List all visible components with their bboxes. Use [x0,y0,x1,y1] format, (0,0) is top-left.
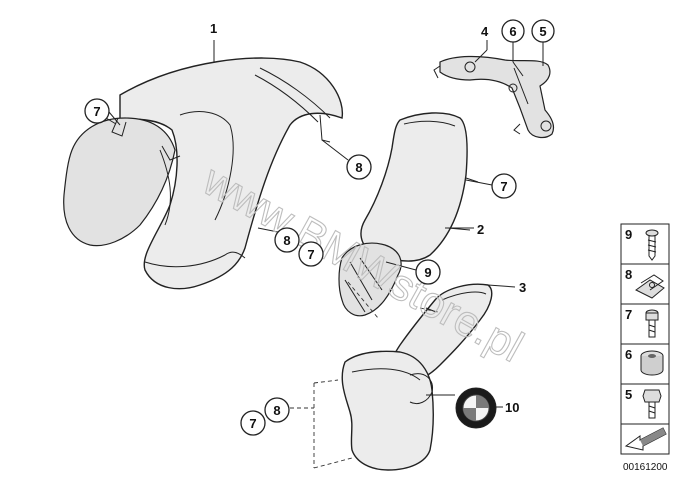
dashed-guides [290,281,439,469]
callout-8-fender-bottom-label: 8 [283,233,290,248]
legend-item-7: 7 [620,303,670,345]
callout-9-side-panel-label: 9 [424,265,431,280]
callout-8-fender-top: 8 [346,154,372,180]
callout-7-side-panel: 7 [491,173,517,199]
lower-cover [341,350,435,471]
label-part-1: 1 [210,21,217,36]
legend-item-6: 6 [620,343,670,385]
callout-8-cover: 8 [264,397,290,423]
callout-7-fender-bottom-label: 7 [307,247,314,262]
callout-7-cover-label: 7 [249,416,256,431]
legend-item-9-number: 9 [625,227,632,242]
callout-7-fender-bottom: 7 [298,241,324,267]
callout-6: 6 [501,19,525,43]
legend-item-6-number: 6 [625,347,632,362]
callout-8-cover-label: 8 [273,403,280,418]
diagram-reference-number: 00161200 [623,462,668,473]
callout-7-side-panel-label: 7 [500,179,507,194]
legend-item-8-number: 8 [625,267,632,282]
bolt-icon [645,309,659,338]
callout-8-fender-bottom: 8 [274,227,300,253]
callout-6-label: 6 [509,24,516,39]
label-part-2: 2 [477,222,484,237]
callout-5: 5 [531,19,555,43]
label-part-10: 10 [505,400,519,415]
legend-item-5-number: 5 [625,387,632,402]
mounting-bracket [433,55,555,139]
small-parts-legend: 9 8 7 [620,223,670,455]
watermark: www.BMWstore.pl [194,155,531,371]
callout-7-cover: 7 [240,410,266,436]
front-fender [63,57,344,290]
hex-bolt-icon [642,389,662,419]
side-panel [338,112,479,317]
legend-arrow-box [620,423,670,455]
clip-nut-icon [635,274,665,299]
legend-item-8: 8 [620,263,670,305]
leader-lines [108,40,544,408]
callout-7-fender: 7 [84,98,110,124]
label-part-4: 4 [481,24,489,39]
legend-item-7-number: 7 [625,307,632,322]
bmw-badge [455,387,497,429]
callout-5-label: 5 [539,24,546,39]
callout-9-side-panel: 9 [415,259,441,285]
grommet-icon [640,350,664,376]
callout-8-fender-top-label: 8 [355,160,362,175]
label-part-3: 3 [519,280,526,295]
legend-item-5: 5 [620,383,670,425]
legend-item-9: 9 [620,223,670,265]
callout-7-fender-label: 7 [93,104,100,119]
screw-icon [645,229,659,261]
